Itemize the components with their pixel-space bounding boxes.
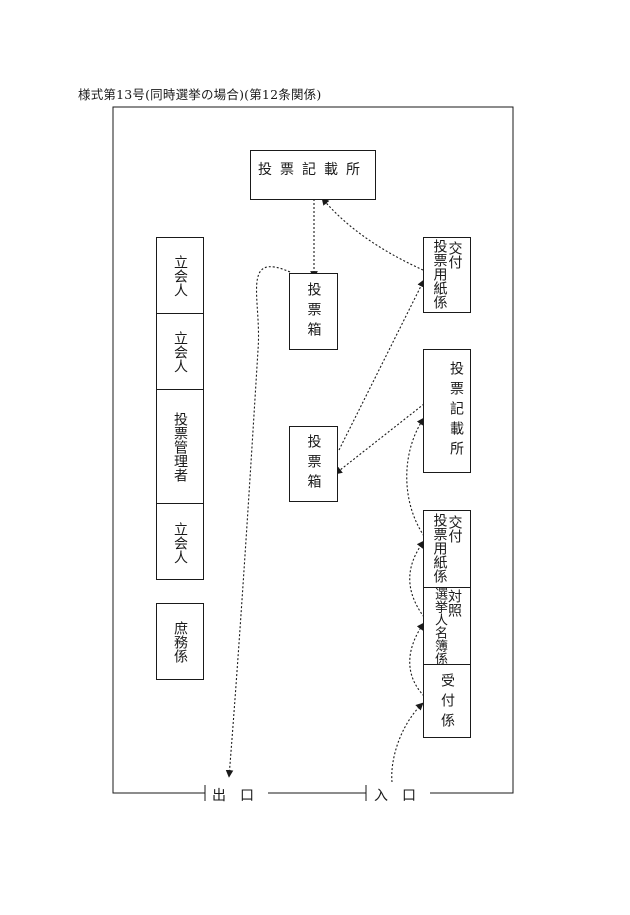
witness-label-2: 立会人 — [172, 331, 188, 373]
witness-seat-1: 立会人 — [157, 238, 203, 313]
roll-check-desk: 対照 選挙人名簿係 — [424, 587, 470, 665]
flow-booth-to-box2 — [334, 403, 425, 475]
officials-column: 立会人 立会人 投票管理者 立会人 — [156, 237, 204, 580]
roll-check-line1: 対照 — [446, 588, 462, 617]
exit-label: 出口 — [212, 785, 268, 805]
flow-issue-to-booth2 — [406, 417, 425, 537]
reception-label: 受付係 — [439, 672, 455, 733]
right-voting-booth: 投票記載所 — [423, 349, 471, 473]
ballot-box-2: 投票箱 — [289, 426, 338, 502]
reception-column: 交付 投票用紙係 対照 選挙人名簿係 受付係 — [423, 510, 471, 738]
top-booth-label: 投票記載所 — [258, 162, 368, 178]
issue-desk-2-line2: 投票用紙係 — [431, 513, 448, 583]
issue-desk-1-line2: 投票用紙係 — [431, 239, 448, 309]
flow-box-to-exit — [225, 266, 291, 778]
ballot-box-1: 投票箱 — [289, 273, 338, 350]
manager-label: 投票管理者 — [172, 412, 188, 482]
issue-desk-2-line1: 交付 — [446, 515, 463, 543]
manager-seat: 投票管理者 — [157, 389, 203, 504]
witness-label-1: 立会人 — [172, 254, 188, 297]
witness-seat-2: 立会人 — [157, 313, 203, 390]
roll-check-line2: 選挙人名簿係 — [432, 586, 447, 665]
top-voting-booth: 投票記載所 — [250, 150, 376, 200]
issue-desk-1-line1: 交付 — [446, 241, 463, 269]
ballot-box-2-label: 投票箱 — [305, 434, 322, 494]
flow-issue-to-booth — [321, 197, 424, 271]
clerk-label: 庶務係 — [172, 620, 188, 663]
room-wall — [112, 106, 514, 794]
flow-reception-to-check — [409, 622, 425, 697]
flow-box-to-issue — [338, 279, 425, 451]
witness-label-3: 立会人 — [172, 522, 188, 564]
entrance-label: 入口 — [374, 785, 430, 805]
witness-seat-3: 立会人 — [157, 503, 203, 582]
form-caption: 様式第13号(同時選挙の場合)(第12条関係) — [78, 87, 322, 102]
flow-entrance-to-reception — [391, 702, 424, 783]
ballot-issue-desk-1: 交付 投票用紙係 — [423, 237, 471, 313]
ballot-issue-desk-2: 交付 投票用紙係 — [424, 511, 470, 587]
ballot-box-1-label: 投票箱 — [305, 281, 322, 342]
right-booth-label: 投票記載所 — [448, 361, 464, 461]
flow-check-to-issue — [409, 540, 425, 618]
reception-desk: 受付係 — [424, 664, 470, 740]
clerk-desk: 庶務係 — [156, 603, 204, 680]
